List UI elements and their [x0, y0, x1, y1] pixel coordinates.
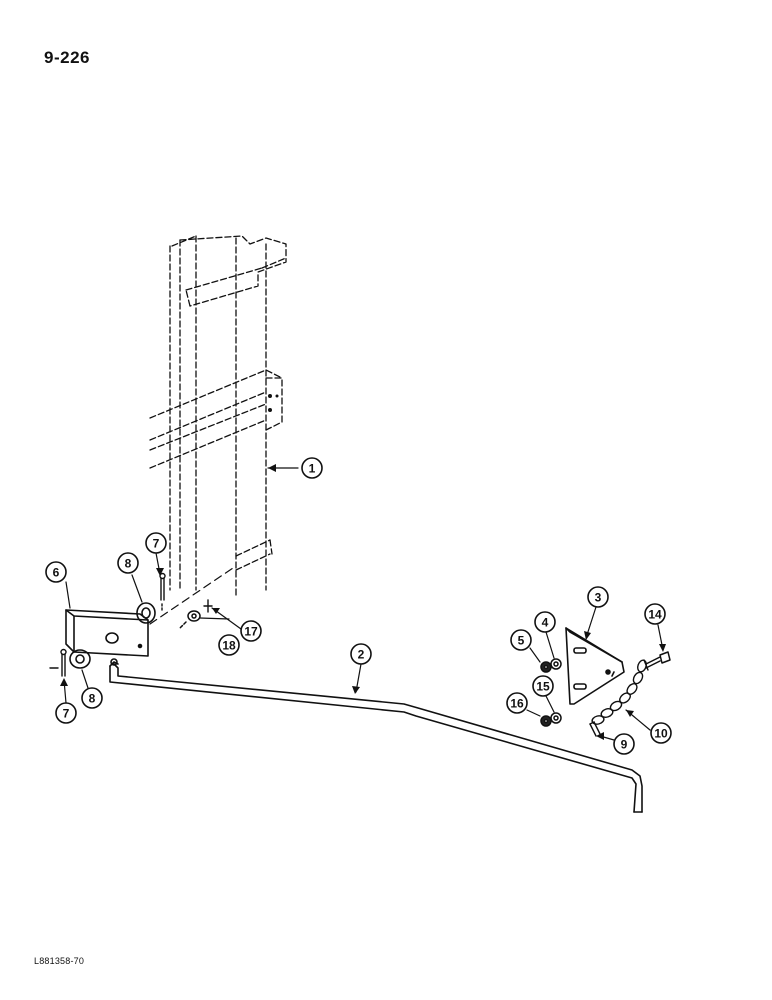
reference-code: L881358-70 [34, 956, 85, 966]
callout-10: 10 [650, 722, 672, 744]
svg-text:7: 7 [153, 537, 160, 551]
cotter-pin-lower [49, 648, 67, 677]
svg-text:8: 8 [125, 557, 132, 571]
svg-text:5: 5 [518, 634, 525, 648]
control-rod [109, 658, 643, 813]
washer-lower [69, 649, 91, 669]
pin-17 [203, 599, 213, 613]
callout-17: 17 [240, 620, 262, 642]
nut-16 [540, 715, 552, 727]
callout-16: 16 [506, 692, 528, 714]
callout-4: 4 [534, 611, 556, 633]
callout-1: 1 [301, 457, 323, 479]
svg-text:14: 14 [648, 608, 662, 622]
spring-pin-9 [589, 721, 601, 737]
callout-14: 14 [644, 603, 666, 625]
arrow-heads [60, 464, 666, 740]
washer-18 [179, 610, 201, 629]
washer-upper [136, 602, 156, 624]
svg-text:9: 9 [621, 738, 628, 752]
callout-7-upper: 7 [145, 532, 167, 554]
mast-frame [149, 235, 287, 596]
svg-text:10: 10 [654, 727, 668, 741]
mast-bolts [268, 394, 279, 412]
nut-5 [540, 661, 552, 673]
svg-text:2: 2 [358, 648, 365, 662]
callout-15: 15 [532, 675, 554, 697]
triangular-plate [565, 627, 625, 705]
bolt-14 [645, 651, 671, 669]
callout-7-lower: 7 [55, 702, 77, 724]
svg-text:18: 18 [222, 639, 236, 653]
callout-9: 9 [613, 733, 635, 755]
svg-text:15: 15 [536, 680, 550, 694]
callout-18: 18 [218, 634, 240, 656]
svg-text:4: 4 [542, 616, 549, 630]
chain-10 [591, 659, 649, 725]
callout-2: 2 [350, 643, 372, 665]
svg-text:16: 16 [510, 697, 524, 711]
callout-5: 5 [510, 629, 532, 651]
svg-text:8: 8 [89, 692, 96, 706]
callouts: 1 2 3 4 5 6 7 7 8 8 9 10 14 15 16 17 18 [45, 457, 672, 755]
washer-4 [550, 658, 562, 670]
assembly-line [149, 565, 237, 625]
callout-3: 3 [587, 586, 609, 608]
svg-text:17: 17 [244, 625, 258, 639]
callout-8-lower: 8 [81, 687, 103, 709]
cotter-pin-upper [159, 572, 166, 613]
bracket-plate [65, 609, 149, 657]
callout-6: 6 [45, 561, 67, 583]
washer-15 [550, 712, 562, 724]
svg-text:7: 7 [63, 707, 70, 721]
svg-text:1: 1 [309, 462, 316, 476]
page-number: 9-226 [44, 48, 90, 67]
svg-text:6: 6 [53, 566, 60, 580]
callout-8-upper: 8 [117, 552, 139, 574]
svg-text:3: 3 [595, 591, 602, 605]
